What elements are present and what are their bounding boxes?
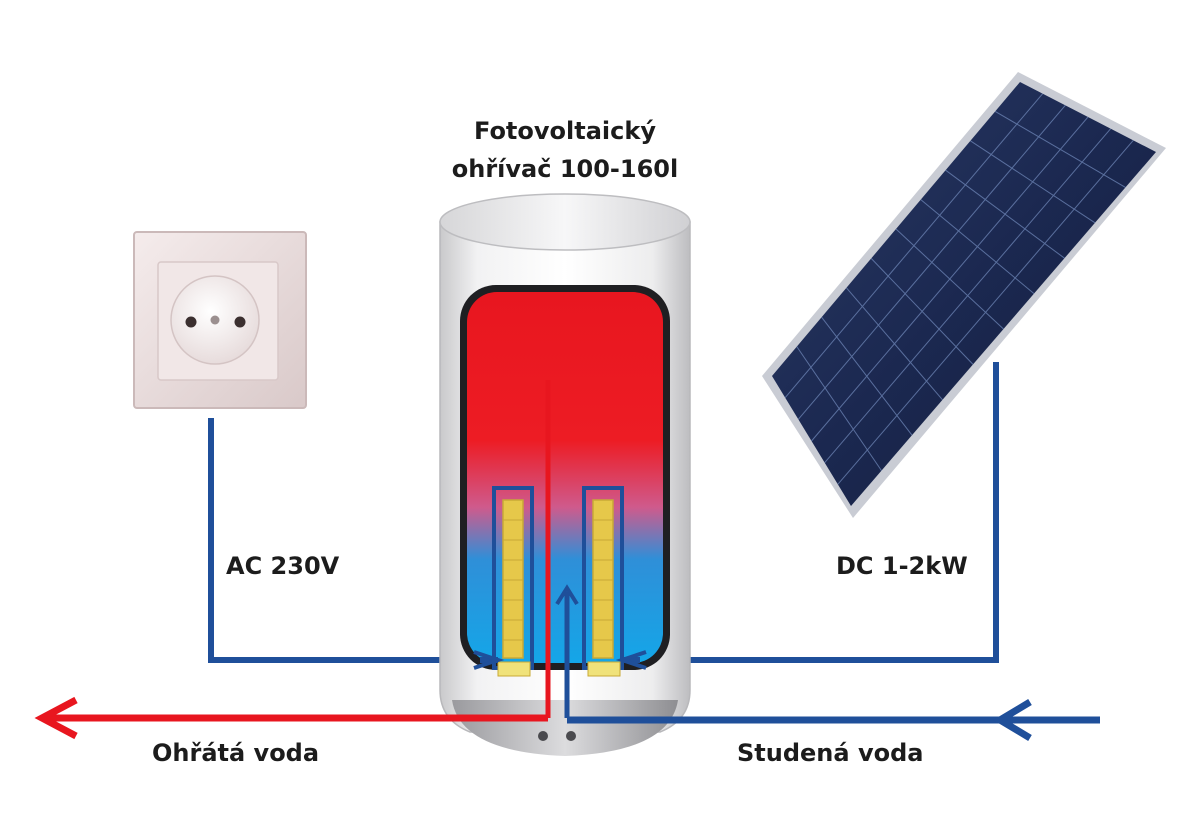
solar-panel <box>762 72 1166 518</box>
ac-voltage-label: AC 230V <box>226 552 340 580</box>
panel-grid-line <box>994 110 1126 188</box>
cold-water-arrow-icon <box>993 698 1032 742</box>
tank-base <box>452 700 678 756</box>
cold-water-up-arrow-icon <box>555 584 579 606</box>
panel-grid-line <box>895 228 1004 330</box>
panel-grid-line <box>796 346 882 471</box>
panel-grid-line <box>920 199 1035 294</box>
dc-power-label: DC 1-2kW <box>836 552 968 580</box>
heating-element-left <box>492 486 534 677</box>
dc-terminal-arrow-icon <box>615 650 647 670</box>
panel-grid-line <box>846 287 943 401</box>
water-heater-tank <box>439 193 691 756</box>
diagram-title: Fotovoltaický ohřívač 100-160l <box>400 112 730 188</box>
hot-water-label: Ohřátá voda <box>152 739 320 767</box>
tank-outlet-hot-icon <box>538 731 548 741</box>
heating-element-right <box>582 486 624 677</box>
title-line-2: ohřívač 100-160l <box>451 155 679 183</box>
panel-grid-line <box>821 316 913 436</box>
wall-socket <box>133 231 307 409</box>
solar-panel-cell-grid <box>784 93 1134 485</box>
tank-top <box>439 193 691 251</box>
socket-screw-icon <box>210 315 220 325</box>
panel-grid-line <box>870 258 974 365</box>
panel-grid-line <box>970 140 1096 224</box>
tank-outlet-cold-icon <box>566 731 576 741</box>
ac-wire <box>208 418 480 663</box>
title-line-1: Fotovoltaický <box>474 117 656 145</box>
panel-grid-line <box>945 169 1065 259</box>
cold-water-label: Studená voda <box>737 739 924 767</box>
hot-water-arrow-icon <box>34 696 78 740</box>
dc-wire <box>640 362 999 663</box>
socket-hole-right-icon <box>234 316 246 328</box>
ac-terminal-arrow-icon <box>473 650 505 670</box>
socket-hole-left-icon <box>185 316 197 328</box>
